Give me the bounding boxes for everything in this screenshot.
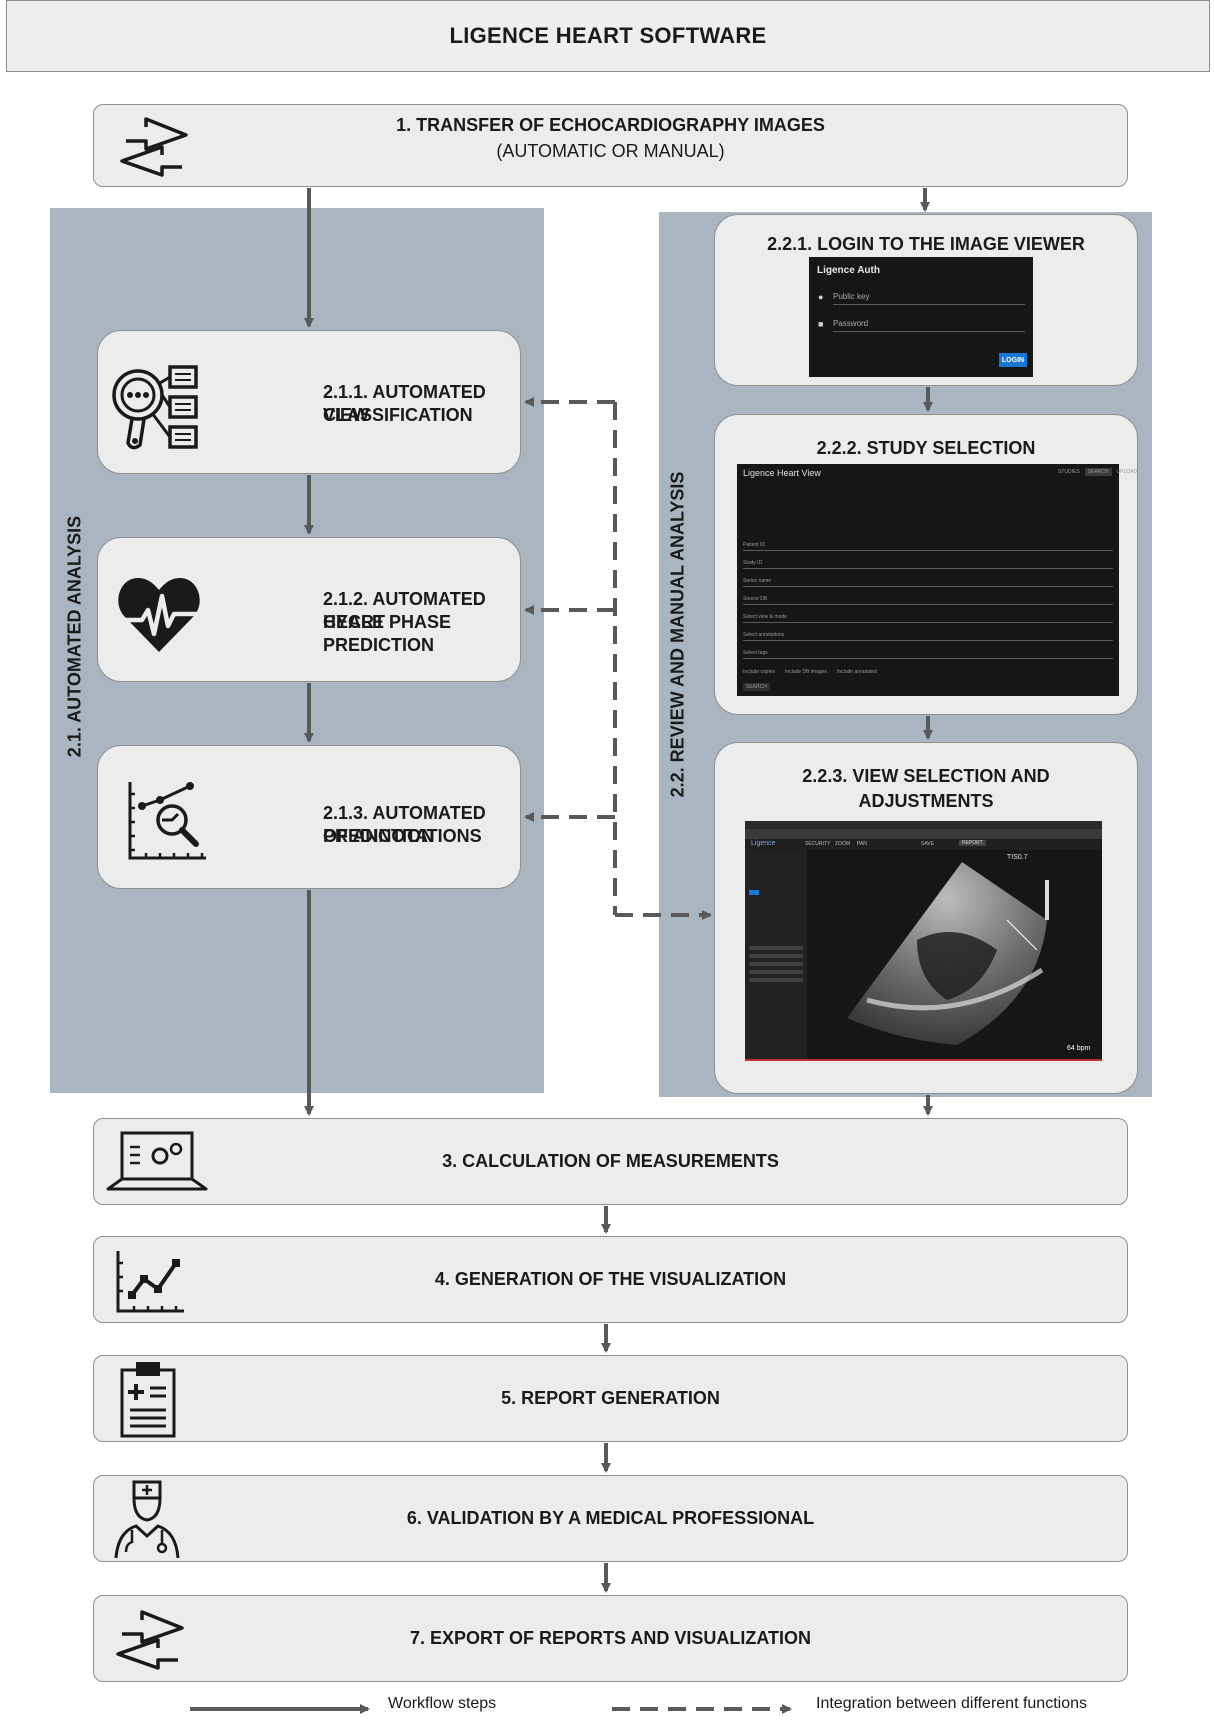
- tab-upload[interactable]: UPLOAD: [1116, 469, 1138, 475]
- viewer-sidebar: [745, 850, 807, 1059]
- include-db-images-checkbox[interactable]: Include DB images: [784, 669, 827, 675]
- toolbar-save[interactable]: SAVE: [921, 841, 934, 847]
- step-5-label: 5. REPORT GENERATION: [501, 1388, 720, 1408]
- step-3-box: 3. CALCULATION OF MEASUREMENTS: [93, 1118, 1128, 1205]
- heart-pulse-icon: [116, 578, 202, 652]
- toolbar-zoom[interactable]: ZOOM: [835, 841, 850, 847]
- step-2-1-3-line2: OF ANNOTATIONS: [323, 826, 482, 846]
- step-4-label: 4. GENERATION OF THE VISUALIZATION: [434, 1269, 787, 1289]
- step-1-title: 1. TRANSFER OF ECHOCARDIOGRAPHY IMAGES: [396, 115, 825, 135]
- line-chart-icon: [116, 1251, 184, 1313]
- include-copies-checkbox[interactable]: Include copies: [743, 669, 775, 675]
- step-2-1-2-line1: 2.1.2. AUTOMATED HEART: [323, 589, 486, 632]
- toolbar-security[interactable]: SECURITY: [805, 841, 831, 847]
- browser-tab-bar: [745, 821, 1102, 829]
- view-selection-box: 2.2.3. VIEW SELECTION AND ADJUSTMENTS Li…: [714, 742, 1138, 1094]
- include-annotated-checkbox[interactable]: Include annotated: [836, 669, 877, 675]
- transfer-arrows-icon: [120, 117, 188, 177]
- source-db-field[interactable]: Source DB: [743, 596, 1113, 605]
- tags-select[interactable]: Select tags: [743, 650, 1113, 659]
- clipboard-report-icon: [120, 1362, 176, 1438]
- step-2-1-1-line1: 2.1.1. AUTOMATED VIEW: [323, 382, 486, 425]
- step-2-1-2-line2: CYCLE PHASE PREDICTION: [323, 612, 452, 655]
- study-selection-box: 2.2.2. STUDY SELECTION Ligence Heart Vie…: [714, 414, 1138, 715]
- app-logo: Ligence: [751, 840, 776, 847]
- study-title: 2.2.2. STUDY SELECTION: [816, 438, 1036, 458]
- frame-label: TIS0.7: [1007, 854, 1028, 861]
- lock-icon: ■: [818, 319, 824, 329]
- view-title-line1: 2.2.3. VIEW SELECTION AND: [802, 766, 1050, 786]
- classification-magnifier-icon: [112, 365, 198, 450]
- auth-title: Ligence Auth: [817, 265, 880, 276]
- study-screenshot: Ligence Heart View STUDIES SEARCH UPLOAD…: [737, 464, 1137, 696]
- annotations-select[interactable]: Select annotations: [743, 632, 1113, 641]
- viewer-screenshot: Ligence SECURITY ZOOM PAN SAVE REPORT: [745, 821, 1102, 1061]
- checkbox-row: Include copies Include DB images Include…: [743, 669, 877, 675]
- chart-magnifier-icon: [128, 782, 206, 860]
- step-6-label: 6. VALIDATION BY A MEDICAL PROFESSIONAL: [406, 1508, 815, 1528]
- step-3-label: 3. CALCULATION OF MEASUREMENTS: [442, 1151, 779, 1171]
- page-title: LIGENCE HEART SOFTWARE: [6, 0, 1210, 72]
- login-screenshot: Ligence Auth ● Public key ■ Password LOG…: [809, 257, 1033, 377]
- step-2-1-2-box: 2.1.2. AUTOMATED HEART CYCLE PHASE PREDI…: [97, 537, 521, 682]
- transfer-arrows-icon: [116, 1610, 184, 1670]
- user-icon: ●: [818, 292, 824, 302]
- doctor-icon: [114, 1480, 180, 1559]
- view-title-line2: ADJUSTMENTS: [858, 791, 994, 811]
- app-name: Ligence Heart View: [743, 468, 821, 478]
- login-box: 2.2.1. LOGIN TO THE IMAGE VIEWER Ligence…: [714, 214, 1138, 386]
- public-key-field[interactable]: Public key: [833, 292, 1025, 305]
- legend-solid-label: Workflow steps: [388, 1695, 497, 1712]
- step-1-box: 1. TRANSFER OF ECHOCARDIOGRAPHY IMAGES (…: [93, 104, 1128, 187]
- step-2-1-3-line1: 2.1.3. AUTOMATED PREDICTION: [323, 803, 486, 846]
- tab-search[interactable]: SEARCH: [1084, 468, 1112, 476]
- sidebar-tag-buttons[interactable]: [749, 946, 803, 986]
- step-7-box: 7. EXPORT OF REPORTS AND VISUALIZATION: [93, 1595, 1128, 1682]
- step-5-box: 5. REPORT GENERATION: [93, 1355, 1128, 1442]
- step-6-box: 6. VALIDATION BY A MEDICAL PROFESSIONAL: [93, 1475, 1128, 1562]
- toolbar-pan[interactable]: PAN: [857, 841, 867, 847]
- series-name-field[interactable]: Series name: [743, 578, 1113, 587]
- study-id-field[interactable]: Study ID: [743, 560, 1113, 569]
- step-2-1-3-box: 2.1.3. AUTOMATED PREDICTION OF ANNOTATIO…: [97, 745, 521, 889]
- password-field[interactable]: Password: [833, 319, 1025, 332]
- step-2-1-1-line2: CLASSIFICATION: [323, 405, 473, 425]
- step-1-subtitle: (AUTOMATIC OR MANUAL): [496, 141, 725, 161]
- view-mode-select[interactable]: Select view & mode: [743, 614, 1113, 623]
- tab-studies[interactable]: STUDIES: [1058, 469, 1080, 475]
- login-title: 2.2.1. LOGIN TO THE IMAGE VIEWER: [767, 234, 1085, 254]
- toolbar-report[interactable]: REPORT: [959, 840, 986, 846]
- viewer-toolbar: Ligence SECURITY ZOOM PAN SAVE REPORT: [745, 839, 1102, 850]
- sidebar-active-chip[interactable]: [749, 890, 759, 895]
- study-tabs: STUDIES SEARCH UPLOAD: [1055, 468, 1140, 476]
- patient-id-field[interactable]: Patient ID: [743, 542, 1113, 551]
- step-2-1-1-box: 2.1.1. AUTOMATED VIEW CLASSIFICATION: [97, 330, 521, 474]
- browser-address-bar: [745, 829, 1102, 839]
- step-4-box: 4. GENERATION OF THE VISUALIZATION: [93, 1236, 1128, 1323]
- legend-dashed-label: Integration between different functions: [816, 1695, 1087, 1712]
- heart-rate: 64 bpm: [1067, 1045, 1091, 1052]
- login-button[interactable]: LOGIN: [999, 353, 1027, 367]
- laptop-gears-icon: [106, 1131, 208, 1191]
- search-button[interactable]: SEARCH: [743, 683, 770, 691]
- step-7-label: 7. EXPORT OF REPORTS AND VISUALIZATION: [409, 1628, 812, 1648]
- ultrasound-image: [847, 862, 1049, 1045]
